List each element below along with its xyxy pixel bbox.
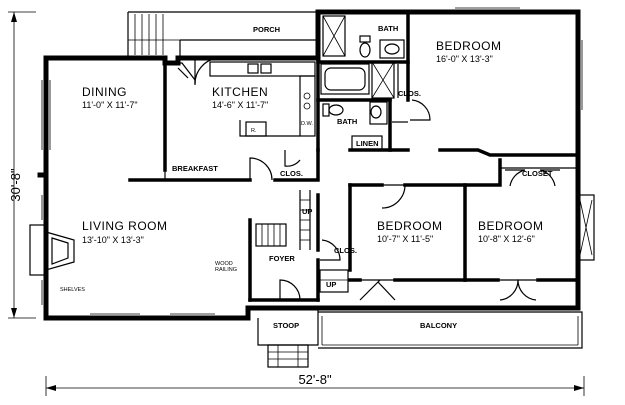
foyer-label: FOYER [269,254,295,263]
foyer-stairs [255,223,349,293]
lavatory-top [379,39,405,59]
bedroom-2-closet-label: CLOS. [334,246,357,255]
interior-walls [128,10,580,302]
exterior-walls [37,9,581,321]
overall-depth-label: 30'-8" [8,168,23,202]
top-bath-fixtures [322,15,405,59]
living-fireplace [29,224,75,276]
living-room-dim: 13'-10" X 13'-3" [82,235,144,245]
room-labels: PORCH BATH BEDROOM 16'-0" X 13'-3" DININ… [60,24,553,330]
refrigerator-label: R. [251,128,257,134]
living-room-label: LIVING ROOM [82,219,168,233]
doors [164,57,560,301]
hall-closet-label: CLOS. [280,169,303,178]
dishwasher-label: D.W. [301,121,313,127]
toilet-top [359,35,371,58]
bath-top-label: BATH [378,24,398,33]
stoop [257,308,319,368]
kitchen-label: KITCHEN [212,85,268,99]
linen-closet [351,135,383,151]
bedroom-3-dim: 10'-8" X 12'-6" [478,234,535,244]
breakfast-label: BREAKFAST [172,164,218,173]
windows [41,7,583,315]
width-dimension-line [45,376,585,396]
dimension-labels: 30'-8" 52'-8" [8,168,332,387]
right-closet-label: CLOSET [522,169,553,178]
shelves-label: SHELVES [60,287,85,293]
lavatory-mid [369,101,388,125]
balcony-label: BALCONY [420,321,457,330]
bath-mid-label: BATH [337,117,357,126]
bedroom-2-label: BEDROOM [377,219,443,233]
toilet-mid [322,103,344,117]
bedroom-3-label: BEDROOM [478,219,544,233]
mid-bath-fixtures [320,63,388,151]
hall-stairs [299,190,311,250]
overall-width-label: 52'-8" [298,372,332,387]
dining-label: DINING [82,85,127,99]
depth-dimension-line [8,11,36,319]
bedroom-fireplace [577,194,595,261]
bathtub [320,63,370,95]
porch-steps [128,14,180,55]
stoop-label: STOOP [273,321,299,330]
porch-label: PORCH [253,25,280,34]
master-bedroom-dim: 16'-0" X 13'-3" [436,54,493,64]
porch-area [127,11,318,58]
master-bedroom-label: BEDROOM [436,39,502,53]
master-closet-label: CLOS. [398,89,421,98]
dining-dim: 11'-0" X 11'-7" [82,100,138,110]
refrigerator [245,121,267,137]
linen-label: LINEN [356,139,379,148]
kitchen-dim: 14'-6" X 11'-7" [212,100,268,110]
balcony [318,311,583,349]
kitchen-sink [247,63,272,74]
foyer-up-label: UP [326,280,336,289]
kitchen-fixtures [170,61,316,137]
bedroom-2-dim: 10'-7" X 11'-5" [377,234,433,244]
master-closet [371,61,399,99]
hall-up-label: UP [302,207,312,216]
